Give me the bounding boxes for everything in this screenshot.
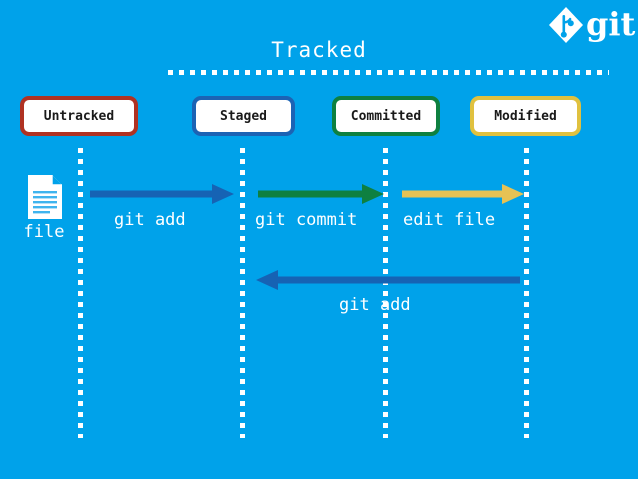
state-box-modified[interactable]: Modified (470, 96, 581, 136)
arrow-git-commit (258, 182, 384, 210)
state-label-untracked: Untracked (43, 108, 115, 124)
arrow-edit-file (402, 182, 524, 210)
state-box-staged[interactable]: Staged (192, 96, 295, 136)
state-box-committed[interactable]: Committed (332, 96, 440, 136)
arrow-git-add (90, 182, 234, 210)
transition-label-git-add-restage: git add (339, 295, 411, 315)
git-diamond-logo-icon (549, 7, 583, 43)
guide-line-staged (240, 148, 245, 438)
transition-label-git-add: git add (114, 210, 186, 230)
file-caption-label: file (23, 222, 65, 242)
tracked-divider-dotted-line (168, 70, 609, 75)
state-label-committed: Committed (350, 108, 422, 124)
state-label-modified: Modified (494, 108, 557, 124)
state-box-untracked[interactable]: Untracked (20, 96, 138, 136)
git-logo: git (548, 5, 636, 46)
git-wordmark: git (586, 5, 636, 43)
transition-label-git-commit: git commit (255, 210, 358, 230)
guide-line-committed (383, 148, 388, 438)
guide-line-untracked (78, 148, 83, 438)
guide-line-modified (524, 148, 529, 438)
tracked-title: Tracked (271, 38, 367, 62)
transition-label-edit-file: edit file (403, 210, 496, 230)
arrow-git-add-restage (252, 268, 520, 296)
state-label-staged: Staged (220, 108, 267, 124)
document-file-icon (26, 174, 64, 220)
